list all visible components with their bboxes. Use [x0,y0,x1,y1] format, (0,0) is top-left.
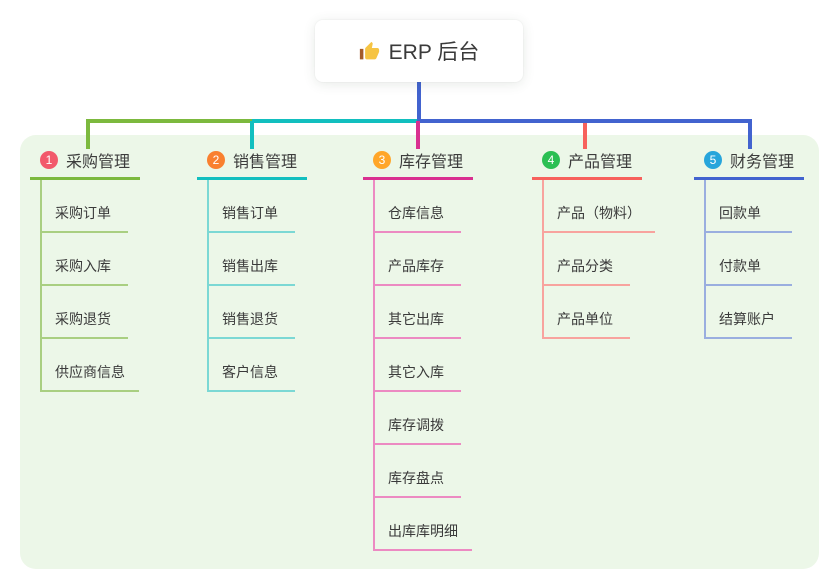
leaf-node[interactable]: 产品库存 [373,233,461,286]
branch-children: 仓库信息 产品库存 其它出库 其它入库 库存调拨 库存盘点 出库库明细 [373,180,472,551]
leaf-node[interactable]: 产品分类 [542,233,630,286]
leaf-node[interactable]: 出库库明细 [373,498,472,551]
branch-sales: 2 销售管理 销售订单 销售出库 销售退货 客户信息 [197,148,308,392]
leaf-node[interactable]: 产品（物料） [542,180,655,233]
branch-children: 采购订单 采购入库 采购退货 供应商信息 [40,180,139,392]
leaf-node[interactable]: 产品单位 [542,286,630,339]
leaf-node[interactable]: 结算账户 [704,286,792,339]
branch-connector-green [86,119,254,123]
branch-children: 销售订单 销售出库 销售退货 客户信息 [207,180,295,392]
leaf-node[interactable]: 销售订单 [207,180,295,233]
branch-connector-teal [252,119,420,123]
branch-label: 产品管理 [568,154,633,171]
branch-header-finance[interactable]: 5 财务管理 [694,148,805,180]
branch-purchase: 1 采购管理 采购订单 采购入库 采购退货 供应商信息 [30,148,141,392]
drop-connector-sales [250,121,254,149]
thumbs-up-icon [359,41,380,62]
leaf-node[interactable]: 销售出库 [207,233,295,286]
branch-badge: 1 [40,151,58,169]
leaf-node[interactable]: 仓库信息 [373,180,461,233]
branch-header-product[interactable]: 4 产品管理 [532,148,643,180]
branch-header-inventory[interactable]: 3 库存管理 [363,148,474,180]
leaf-node[interactable]: 采购订单 [40,180,128,233]
branch-connector-blue [417,119,752,123]
branch-finance: 5 财务管理 回款单 付款单 结算账户 [694,148,805,339]
branch-badge: 2 [207,151,225,169]
branch-badge: 5 [704,151,722,169]
branch-product: 4 产品管理 产品（物料） 产品分类 产品单位 [532,148,655,339]
leaf-node[interactable]: 其它出库 [373,286,461,339]
branch-badge: 3 [373,151,391,169]
drop-connector-finance [748,121,752,149]
branch-children: 回款单 付款单 结算账户 [704,180,792,339]
leaf-node[interactable]: 供应商信息 [40,339,139,392]
leaf-node[interactable]: 回款单 [704,180,792,233]
root-title: ERP 后台 [388,41,480,64]
leaf-node[interactable]: 其它入库 [373,339,461,392]
root-node[interactable]: ERP 后台 [315,20,523,82]
leaf-node[interactable]: 采购退货 [40,286,128,339]
leaf-node[interactable]: 客户信息 [207,339,295,392]
leaf-node[interactable]: 库存盘点 [373,445,461,498]
drop-connector-product [583,121,587,149]
branch-header-sales[interactable]: 2 销售管理 [197,148,308,180]
leaf-node[interactable]: 销售退货 [207,286,295,339]
branch-badge: 4 [542,151,560,169]
branch-label: 财务管理 [730,154,795,171]
branch-label: 采购管理 [66,154,131,171]
leaf-node[interactable]: 采购入库 [40,233,128,286]
branch-children: 产品（物料） 产品分类 产品单位 [542,180,655,339]
branch-header-purchase[interactable]: 1 采购管理 [30,148,141,180]
leaf-node[interactable]: 付款单 [704,233,792,286]
branch-label: 库存管理 [399,154,464,171]
drop-connector-purchase [86,121,90,149]
leaf-node[interactable]: 库存调拨 [373,392,461,445]
branch-inventory: 3 库存管理 仓库信息 产品库存 其它出库 其它入库 库存调拨 库存盘点 出库库… [363,148,474,551]
drop-connector-inventory [416,121,420,149]
branch-label: 销售管理 [233,154,298,171]
root-connector-stem [417,80,421,123]
